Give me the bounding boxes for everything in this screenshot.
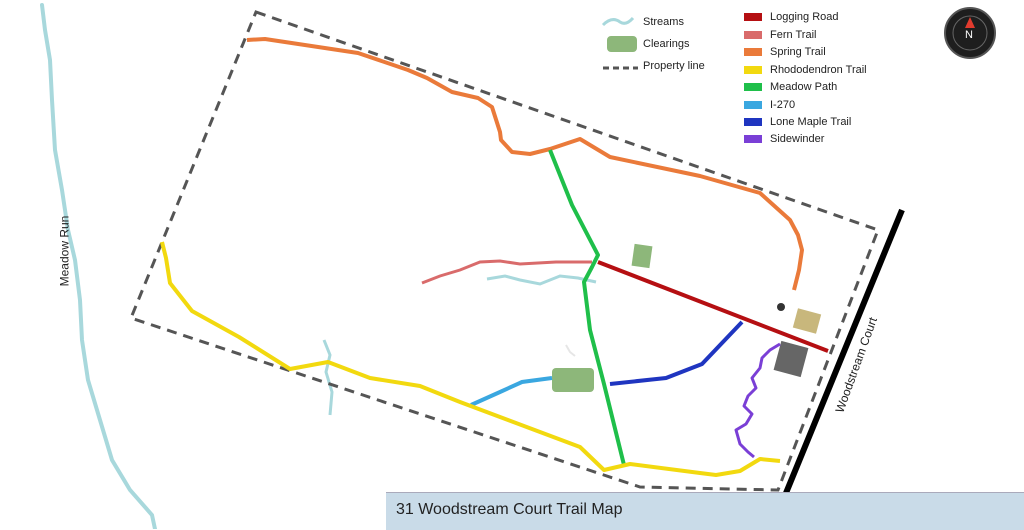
legend-swatch-spring-trail — [744, 48, 762, 56]
meadow-path — [548, 149, 626, 466]
legend-property-line-label: Property line — [643, 60, 705, 72]
legend-clearings: Clearings — [643, 38, 689, 50]
legend-streams-label: Streams — [643, 16, 684, 28]
property-line — [129, 10, 880, 492]
legend-swatch-rhododendron — [744, 66, 762, 74]
legend-label-meadow-path: Meadow Path — [770, 81, 838, 93]
stream-small-2 — [486, 274, 597, 286]
legend-trail-spring-trail: Spring Trail — [744, 46, 826, 58]
title-bar: 31 Woodstream Court Trail Map — [386, 492, 1024, 530]
house-gray — [773, 340, 809, 378]
legend-label-lone-maple: Lone Maple Trail — [770, 116, 852, 128]
stream-small-1 — [322, 339, 334, 416]
legend-swatch-i270 — [744, 101, 762, 109]
legend-trail-lone-maple: Lone Maple Trail — [744, 116, 851, 128]
legend-trail-fern-trail: Fern Trail — [744, 29, 816, 41]
clearing-2 — [552, 368, 594, 392]
legend-trail-meadow-path: Meadow Path — [744, 81, 837, 93]
legend-swatch-sidewinder — [744, 135, 762, 143]
legend-clearings-label: Clearings — [643, 38, 690, 50]
stream-icon — [601, 16, 635, 27]
legend-swatch-logging-road — [744, 13, 762, 21]
legend-streams: Streams — [643, 16, 684, 28]
legend-label-rhododendron: Rhododendron Trail — [770, 64, 867, 76]
well-marker — [777, 303, 785, 311]
legend-swatch-lone-maple — [744, 118, 762, 126]
legend-label-i270: I-270 — [770, 99, 796, 111]
legend-trail-sidewinder: Sidewinder — [744, 133, 824, 145]
legend-swatch-meadow-path — [744, 83, 762, 91]
map-title: 31 Woodstream Court Trail Map — [396, 501, 623, 518]
compass-letter: N — [965, 29, 973, 41]
legend-label-sidewinder: Sidewinder — [770, 133, 825, 145]
legend-swatch-fern-trail — [744, 31, 762, 39]
compass-icon — [944, 7, 996, 59]
meadow-run-stream — [40, 3, 157, 529]
legend-trail-i270: I-270 — [744, 99, 795, 111]
legend-label-fern-trail: Fern Trail — [770, 29, 817, 41]
i270-trail — [470, 376, 553, 407]
clearing-1 — [631, 243, 653, 269]
legend-label-logging-road: Logging Road — [770, 11, 839, 23]
sidewinder-trail — [734, 342, 781, 459]
logging-road — [597, 260, 829, 353]
house-tan — [792, 308, 822, 334]
fern-trail — [421, 259, 592, 285]
clearing-icon — [607, 36, 637, 52]
legend-property-line: Property line — [643, 60, 705, 72]
lone-maple-trail — [609, 320, 744, 386]
spring-trail — [246, 37, 804, 291]
rhododendron-trail — [160, 241, 781, 477]
woodstream-court-road — [783, 208, 905, 495]
stream-small-3 — [565, 344, 576, 357]
legend-trail-rhododendron: Rhododendron Trail — [744, 64, 867, 76]
meadow-run-label: Meadow Run — [57, 215, 72, 287]
legend-trail-logging-road: Logging Road — [744, 11, 839, 23]
legend-label-spring-trail: Spring Trail — [770, 46, 826, 58]
